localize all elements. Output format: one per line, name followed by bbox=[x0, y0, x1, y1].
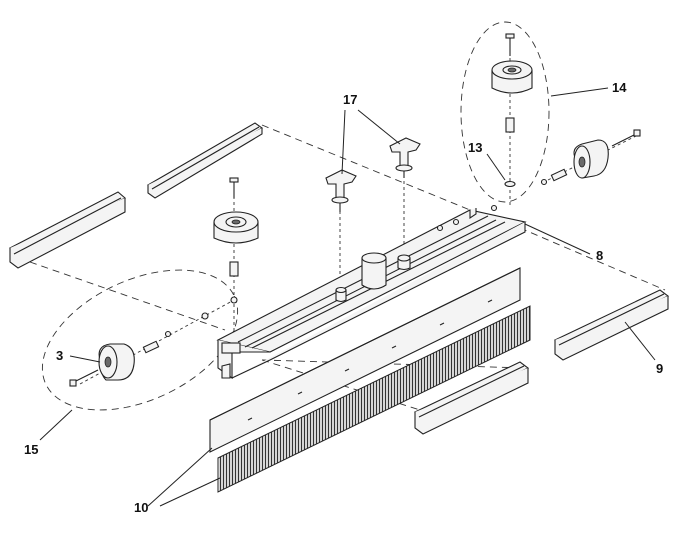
callout-9: 9 bbox=[656, 361, 663, 376]
group-15-outline bbox=[41, 269, 239, 411]
side-wheel-right bbox=[540, 129, 641, 186]
frame-studs bbox=[335, 254, 411, 303]
callout-10: 10 bbox=[134, 500, 148, 515]
callout-8: 8 bbox=[596, 248, 603, 263]
wheel-assembly-15 bbox=[69, 296, 238, 387]
t-handle-left bbox=[325, 169, 357, 212]
center-post bbox=[361, 252, 387, 290]
side-rail-left bbox=[9, 191, 126, 269]
callout-labels: 17 14 13 8 9 3 15 10 bbox=[24, 80, 663, 515]
callout-15: 15 bbox=[24, 442, 38, 457]
bristle-plate bbox=[209, 267, 521, 453]
side-rail-upper bbox=[147, 122, 264, 199]
side-rail-bottom bbox=[414, 361, 530, 435]
leader-lines bbox=[39, 87, 656, 507]
callout-13: 13 bbox=[468, 140, 482, 155]
brush-strip bbox=[217, 305, 531, 493]
callout-3: 3 bbox=[56, 348, 63, 363]
callout-14: 14 bbox=[612, 80, 627, 95]
wheel-assembly-14 bbox=[491, 33, 533, 188]
side-rail-right bbox=[554, 289, 670, 361]
callout-17: 17 bbox=[343, 92, 357, 107]
t-handle-right bbox=[389, 137, 421, 178]
group-14-outline bbox=[460, 21, 550, 203]
frame-screws bbox=[436, 204, 498, 232]
top-wheel bbox=[213, 177, 259, 277]
